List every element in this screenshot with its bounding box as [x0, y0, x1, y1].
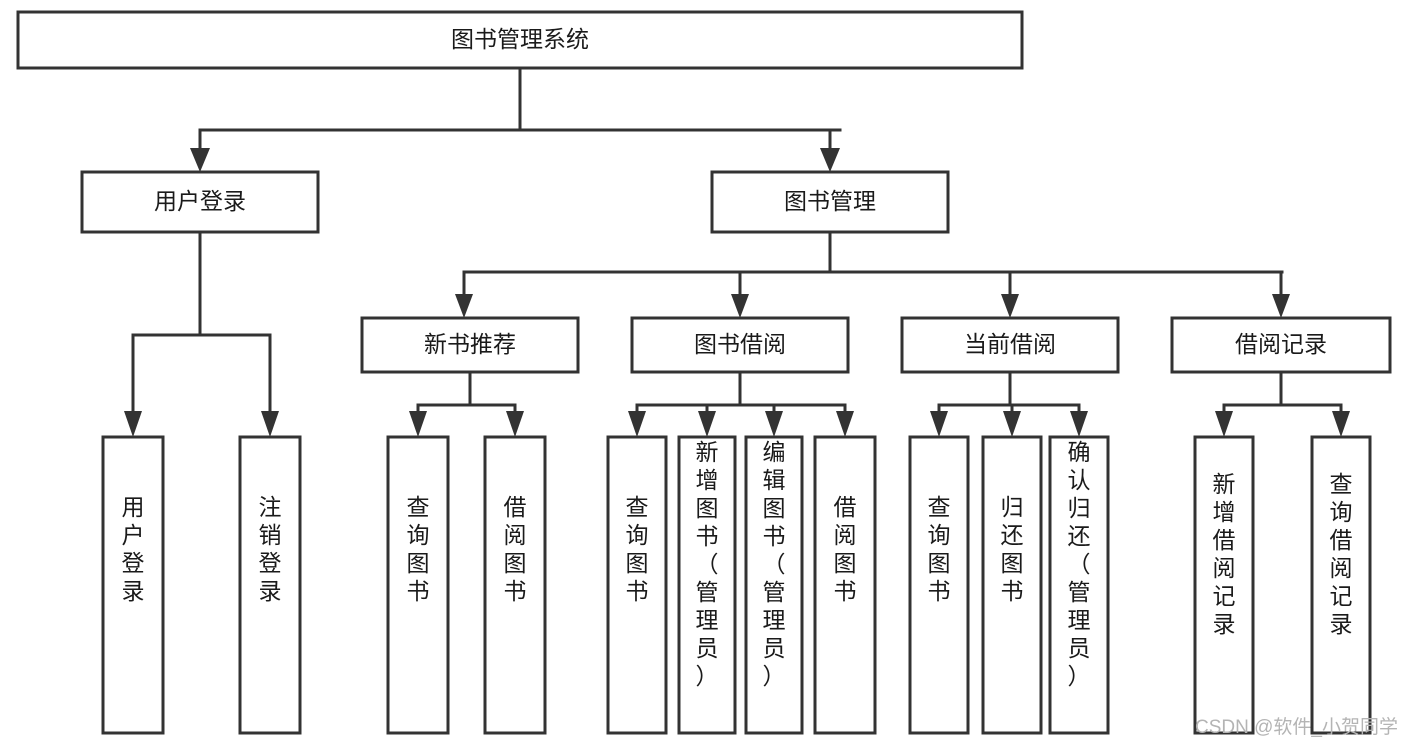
node-leaf-edit-book-label: 编辑图书（管理员） — [763, 439, 786, 689]
node-leaf-borrow-book-2-box[interactable] — [813, 435, 877, 735]
node-leaf-query-book-2[interactable]: 查询图书 — [606, 435, 668, 735]
node-book-management-box[interactable] — [710, 170, 950, 234]
node-book-management-label: 图书管理 — [784, 188, 876, 214]
node-leaf-user-login-box[interactable] — [101, 435, 165, 735]
node-leaf-user-login-label: 用户登录 — [122, 494, 145, 604]
node-user-login-box[interactable] — [80, 170, 320, 234]
node-leaf-query-book-2-label: 查询图书 — [626, 494, 649, 604]
node-leaf-logout-box[interactable] — [238, 435, 302, 735]
node-leaf-borrow-book-2[interactable]: 借阅图书 — [813, 435, 877, 735]
node-book-borrow[interactable]: 图书借阅 — [630, 316, 850, 374]
node-root-label: 图书管理系统 — [451, 26, 589, 52]
arrowhead-borrow-record — [1272, 294, 1290, 318]
node-leaf-query-book-2-box[interactable] — [606, 435, 668, 735]
node-leaf-edit-book-box[interactable] — [744, 435, 804, 735]
node-leaf-query-borrow-record-label: 查询借阅记录 — [1330, 471, 1353, 637]
node-leaf-add-borrow-record-box[interactable] — [1193, 435, 1255, 735]
node-leaf-logout-label: 注销登录 — [259, 494, 282, 604]
node-leaf-confirm-return-box[interactable] — [1048, 435, 1110, 735]
node-leaf-query-book-3-label: 查询图书 — [928, 494, 951, 604]
arrowhead-leaf-user-login — [124, 411, 142, 437]
node-root-box[interactable] — [16, 10, 1024, 70]
node-leaf-user-login[interactable]: 用户登录 — [101, 435, 165, 735]
node-leaf-borrow-book-1-label: 借阅图书 — [504, 494, 527, 604]
arrowhead-book-management — [820, 148, 840, 172]
node-leaf-query-borrow-record-box[interactable] — [1310, 435, 1372, 735]
node-leaf-edit-book[interactable]: 编辑图书（管理员） — [744, 435, 804, 735]
node-user-login-label: 用户登录 — [154, 188, 246, 214]
node-book-borrow-label: 图书借阅 — [694, 331, 786, 357]
node-borrow-record-box[interactable] — [1170, 316, 1392, 374]
arrowhead-leaf-query-book-3 — [930, 411, 948, 437]
node-leaf-query-book-1-label: 查询图书 — [407, 494, 430, 604]
node-leaf-add-borrow-record[interactable]: 新增借阅记录 — [1193, 435, 1255, 735]
arrowhead-leaf-query-book-1 — [409, 411, 427, 437]
node-new-book-recommend-label: 新书推荐 — [424, 331, 516, 357]
node-root[interactable]: 图书管理系统 — [16, 10, 1024, 70]
node-borrow-record-label: 借阅记录 — [1235, 331, 1327, 357]
arrowhead-leaf-add-borrow-record — [1215, 411, 1233, 437]
node-leaf-query-book-3[interactable]: 查询图书 — [908, 435, 970, 735]
node-leaf-query-borrow-record[interactable]: 查询借阅记录 — [1310, 435, 1372, 735]
connector-layer — [124, 66, 1350, 437]
node-current-borrow-box[interactable] — [900, 316, 1120, 374]
node-leaf-confirm-return-label: 确认归还（管理员） — [1068, 439, 1091, 689]
node-leaf-return-book-label: 归还图书 — [1001, 494, 1024, 604]
node-book-borrow-box[interactable] — [630, 316, 850, 374]
arrowhead-new-book-recommend — [455, 294, 473, 318]
node-leaf-query-book-1-box[interactable] — [386, 435, 450, 735]
csdn-watermark: CSDN @软件_小贺同学 — [1195, 716, 1398, 738]
node-user-login[interactable]: 用户登录 — [80, 170, 320, 234]
node-leaf-query-book-1[interactable]: 查询图书 — [386, 435, 450, 735]
node-leaf-add-book[interactable]: 新增图书（管理员） — [677, 435, 737, 735]
arrowhead-leaf-edit-book — [765, 411, 783, 437]
node-leaf-confirm-return[interactable]: 确认归还（管理员） — [1048, 435, 1110, 735]
arrowhead-leaf-add-book — [698, 411, 716, 437]
node-leaf-borrow-book-2-label: 借阅图书 — [834, 494, 857, 604]
node-new-book-recommend[interactable]: 新书推荐 — [360, 316, 580, 374]
arrowhead-book-borrow — [731, 294, 749, 318]
node-leaf-return-book-box[interactable] — [981, 435, 1043, 735]
arrowhead-leaf-borrow-book-1 — [506, 411, 524, 437]
node-current-borrow-label: 当前借阅 — [964, 331, 1056, 357]
node-leaf-add-borrow-record-label: 新增借阅记录 — [1213, 471, 1236, 637]
node-leaf-add-book-box[interactable] — [677, 435, 737, 735]
node-leaf-add-book-label: 新增图书（管理员） — [696, 439, 719, 689]
node-leaf-return-book[interactable]: 归还图书 — [981, 435, 1043, 735]
node-new-book-recommend-box[interactable] — [360, 316, 580, 374]
node-borrow-record[interactable]: 借阅记录 — [1170, 316, 1392, 374]
arrowhead-leaf-borrow-book-2 — [836, 411, 854, 437]
arrowhead-leaf-logout — [261, 411, 279, 437]
arrowhead-leaf-query-borrow-record — [1332, 411, 1350, 437]
arrowhead-leaf-confirm-return — [1070, 411, 1088, 437]
arrowhead-current-borrow — [1001, 294, 1019, 318]
node-book-management[interactable]: 图书管理 — [710, 170, 950, 234]
node-current-borrow[interactable]: 当前借阅 — [900, 316, 1120, 374]
node-leaf-logout[interactable]: 注销登录 — [238, 435, 302, 735]
node-leaf-borrow-book-1[interactable]: 借阅图书 — [483, 435, 547, 735]
node-leaf-borrow-book-1-box[interactable] — [483, 435, 547, 735]
arrowhead-user-login — [190, 148, 210, 172]
arrowhead-leaf-return-book — [1003, 411, 1021, 437]
arrowhead-leaf-query-book-2 — [628, 411, 646, 437]
node-leaf-query-book-3-box[interactable] — [908, 435, 970, 735]
